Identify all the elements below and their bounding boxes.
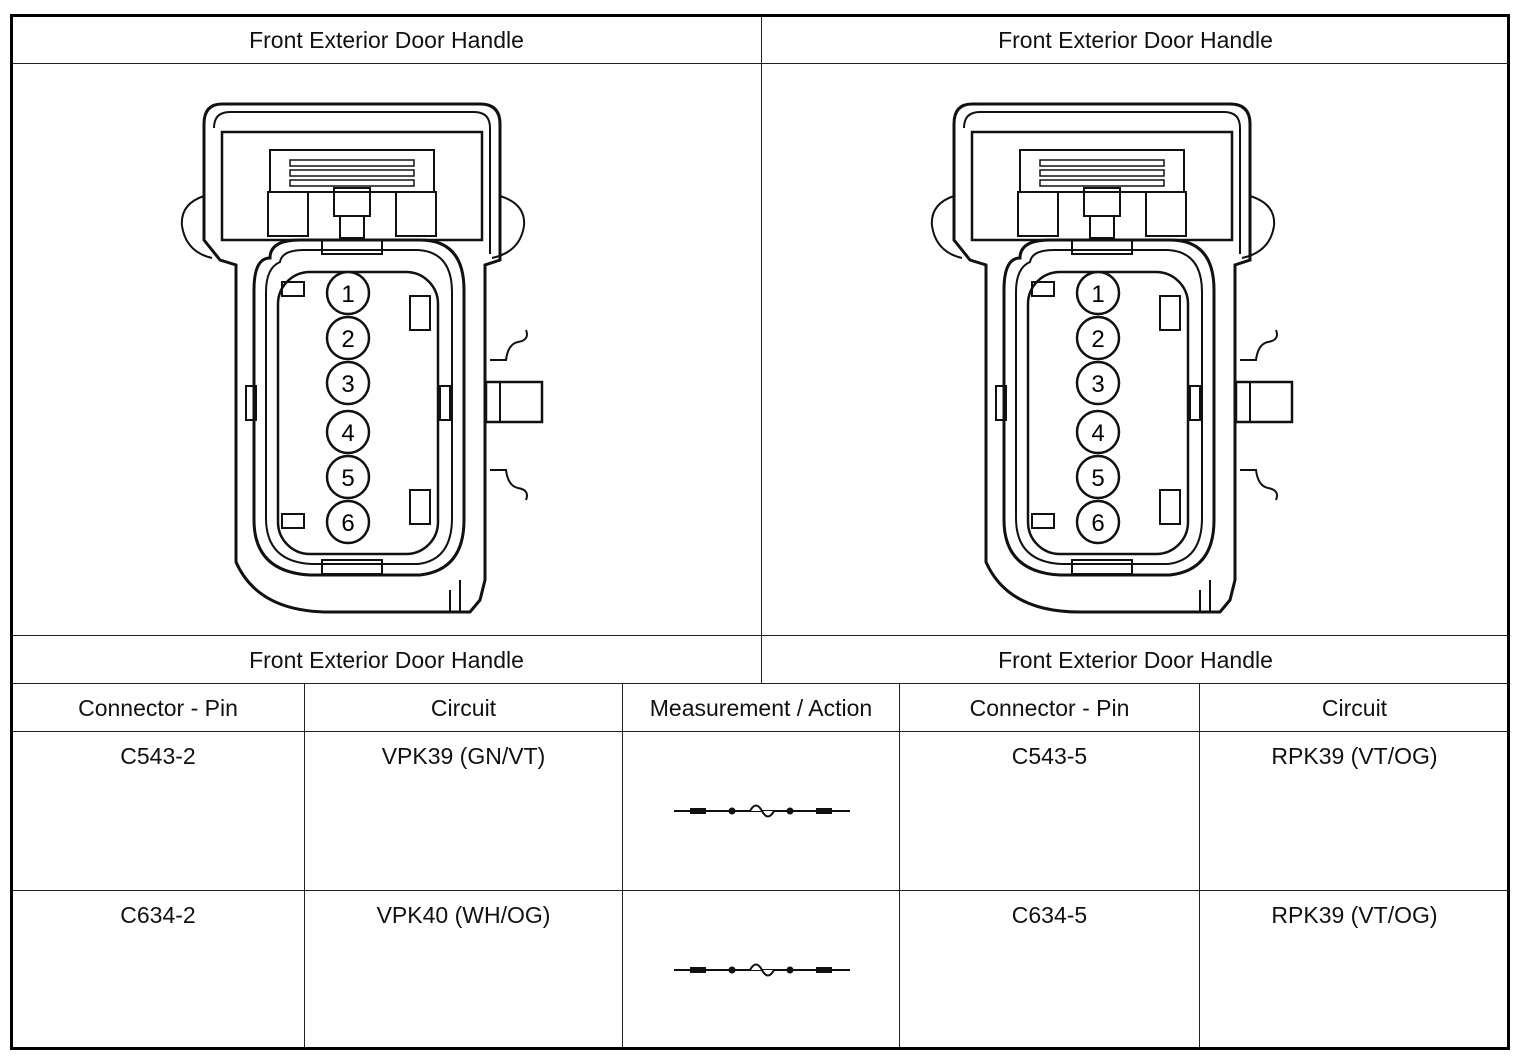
row2-connector-pin-b: C634-5 xyxy=(1011,902,1088,928)
row2-circuit-a: VPK40 (WH/OG) xyxy=(376,902,551,928)
pin-column-left: 1 2 3 4 5 6 xyxy=(325,270,371,545)
divider xyxy=(12,890,1509,891)
col-header-connector-pin-a: Connector - Pin xyxy=(78,695,238,721)
connector-body-left xyxy=(180,102,544,614)
divider xyxy=(12,63,1509,64)
pin-number: 2 xyxy=(1091,326,1104,353)
connector-header-left: Front Exterior Door Handle xyxy=(249,27,524,53)
col-header-connector-pin-b: Connector - Pin xyxy=(969,695,1130,721)
connector-header-right: Front Exterior Door Handle xyxy=(998,27,1273,53)
connector-body-right xyxy=(930,102,1294,614)
fuse-continuity-icon xyxy=(674,963,850,977)
row1-circuit-a: VPK39 (GN/VT) xyxy=(381,743,546,769)
row1-circuit-b: RPK39 (VT/OG) xyxy=(1271,743,1438,769)
row1-connector-pin-a: C543-2 xyxy=(120,743,196,769)
pin-number: 2 xyxy=(341,326,354,353)
fuse-continuity-icon xyxy=(674,804,850,818)
pin-number: 5 xyxy=(1091,465,1104,492)
diagram-frame xyxy=(10,14,1510,1050)
col-header-measurement: Measurement / Action xyxy=(649,695,873,721)
divider xyxy=(761,16,762,684)
row1-connector-pin-b: C543-5 xyxy=(1011,743,1088,769)
divider xyxy=(304,683,305,1048)
connector-caption-left: Front Exterior Door Handle xyxy=(249,647,524,673)
divider xyxy=(1199,683,1200,1048)
pin-number: 3 xyxy=(341,371,354,398)
row2-circuit-b: RPK39 (VT/OG) xyxy=(1271,902,1438,928)
divider xyxy=(622,683,623,1048)
connector-face-right: 1 2 3 4 5 6 xyxy=(930,102,1294,614)
pin-number: 6 xyxy=(1091,510,1104,537)
divider xyxy=(12,683,1509,684)
pin-number: 3 xyxy=(1091,371,1104,398)
row2-connector-pin-a: C634-2 xyxy=(120,902,196,928)
pin-number: 1 xyxy=(1091,281,1104,308)
pin-number: 4 xyxy=(341,420,354,447)
pin-number: 6 xyxy=(341,510,354,537)
pin-number: 5 xyxy=(341,465,354,492)
pin-number: 1 xyxy=(341,281,354,308)
connector-face-left: 1 2 3 4 5 6 xyxy=(180,102,544,614)
divider xyxy=(12,635,1509,636)
connector-caption-right: Front Exterior Door Handle xyxy=(998,647,1273,673)
pin-column-right: 1 2 3 4 5 6 xyxy=(1075,270,1121,545)
divider xyxy=(899,683,900,1048)
col-header-circuit-b: Circuit xyxy=(1321,695,1388,721)
pin-number: 4 xyxy=(1091,420,1104,447)
col-header-circuit-a: Circuit xyxy=(430,695,497,721)
divider xyxy=(12,731,1509,732)
